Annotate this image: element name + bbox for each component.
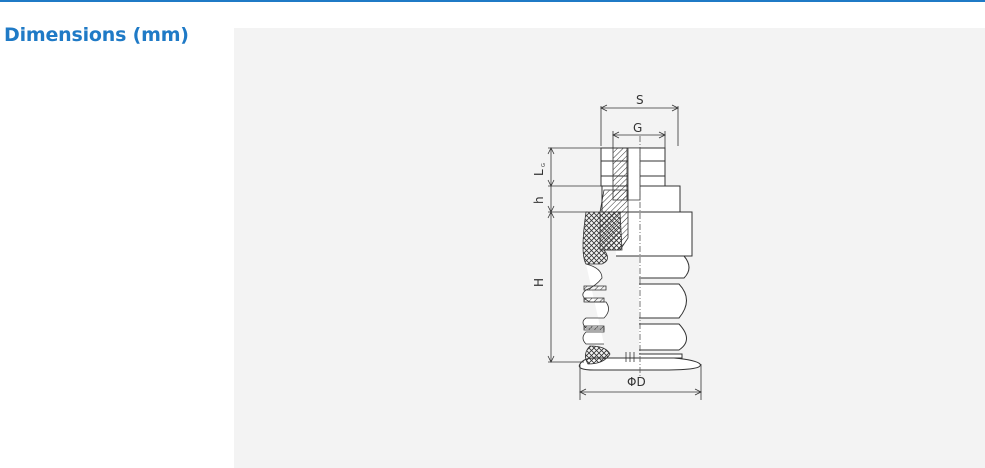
dimension-LG-subscript: G (541, 163, 547, 167)
section-hatch (582, 136, 641, 378)
outline-body (578, 147, 701, 371)
dimension-LG-label: L (532, 169, 546, 176)
dimension-D (579, 364, 702, 400)
dimension-G-label: G (633, 121, 642, 135)
dimension-h-label: h (532, 196, 546, 204)
dimension-S-label: S (636, 93, 644, 107)
dimension-S (600, 104, 679, 146)
suction-cup-drawing: S G L G h H (532, 93, 702, 400)
dimension-G (612, 131, 666, 148)
dimension-drawing-panel: S G L G h H (234, 28, 985, 468)
top-divider (0, 0, 985, 2)
dimension-verticals (547, 147, 614, 363)
section-title: Dimensions (mm) (4, 24, 189, 46)
dimension-H-label: H (532, 278, 546, 287)
dimension-D-label: ΦD (627, 375, 646, 389)
